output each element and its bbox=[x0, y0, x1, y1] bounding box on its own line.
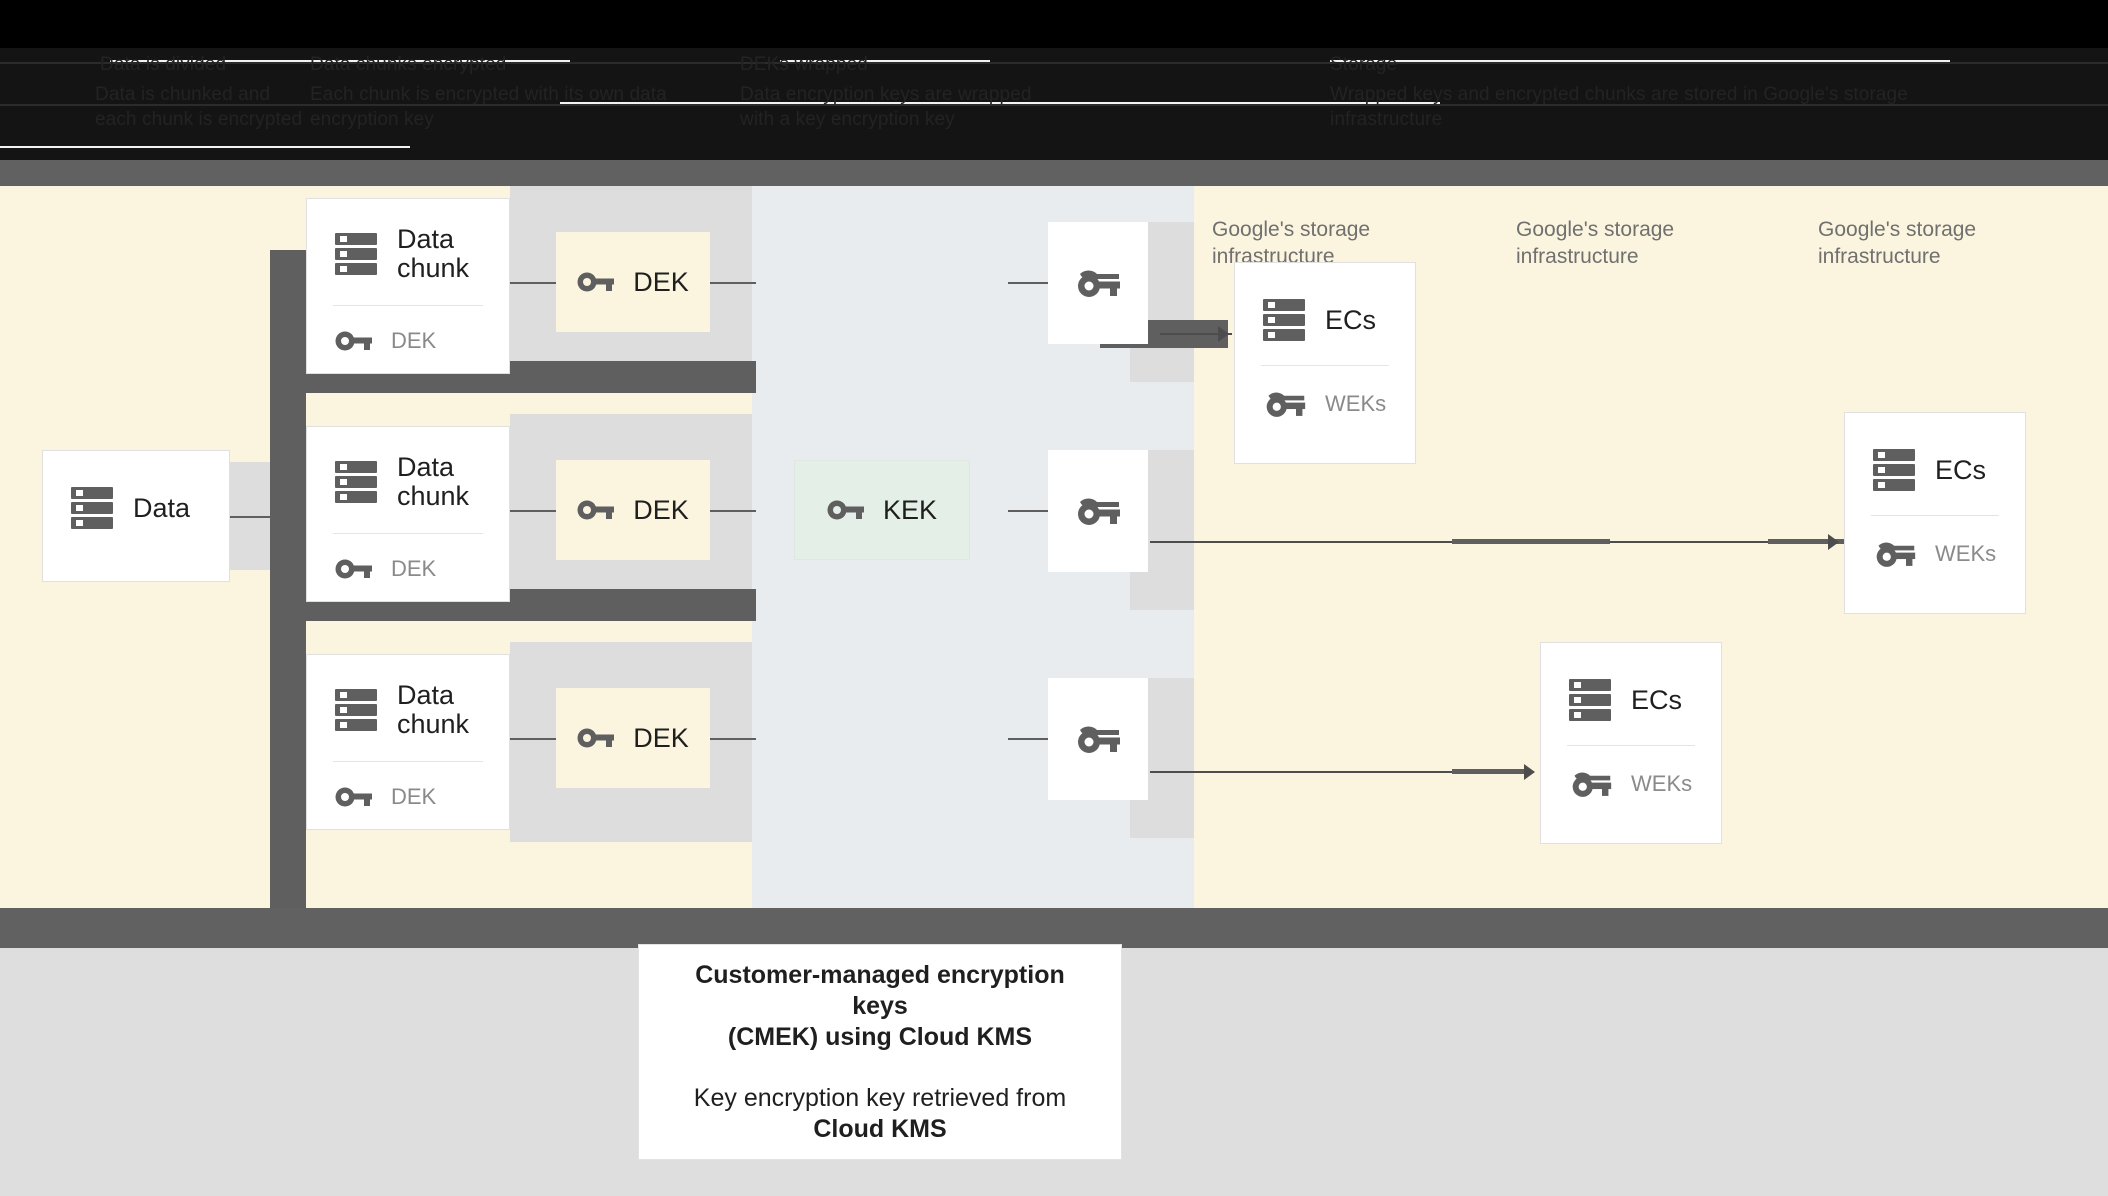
header-divider-bar bbox=[0, 160, 2108, 186]
data-chunk-key-1: DEK bbox=[391, 328, 437, 353]
dek-box-3[interactable]: DEK bbox=[556, 688, 710, 788]
card-divider bbox=[1261, 365, 1389, 366]
storage-card-key-1: WEKs bbox=[1325, 391, 1387, 416]
card-divider bbox=[333, 305, 483, 306]
data-chunk-key-3: DEK bbox=[391, 784, 437, 809]
connector-source-out bbox=[230, 516, 306, 518]
storage-card-title-1: ECs bbox=[1325, 304, 1377, 335]
key-icon bbox=[335, 785, 373, 809]
key-icon bbox=[335, 329, 373, 353]
double-key-icon bbox=[1074, 266, 1122, 300]
caption-box: Customer-managed encryption keys (CMEK) … bbox=[638, 944, 1122, 1160]
storage-card-title-3: ECs bbox=[1631, 684, 1683, 715]
arrow-accent-row2a bbox=[1452, 539, 1610, 544]
header-col-1-label: Data is divided bbox=[100, 54, 227, 75]
arrow-line-row1 bbox=[1160, 333, 1232, 335]
data-chunk-card-3[interactable]: Data chunk DEK bbox=[306, 654, 510, 830]
header-col-3-body: Data encryption keys are wrapped with a … bbox=[740, 84, 1032, 130]
wrapped-key-box-2[interactable] bbox=[1048, 450, 1148, 572]
data-chunk-key-2: DEK bbox=[391, 556, 437, 581]
server-icon bbox=[71, 485, 113, 531]
diagram-stage: Data Data chunk bbox=[0, 186, 2108, 956]
card-divider bbox=[333, 533, 483, 534]
card-divider bbox=[1567, 745, 1695, 746]
kek-box[interactable]: KEK bbox=[794, 460, 970, 560]
key-icon bbox=[577, 498, 615, 522]
wrapped-key-box-3[interactable] bbox=[1048, 678, 1148, 800]
dek-label-1: DEK bbox=[633, 266, 689, 297]
server-icon bbox=[335, 687, 377, 733]
caption-secondary: Key encryption key retrieved from Cloud … bbox=[694, 1083, 1066, 1145]
data-chunk-card-2[interactable]: Data chunk DEK bbox=[306, 426, 510, 602]
key-icon bbox=[577, 726, 615, 750]
header-col-2-label: DEKs wrapped bbox=[740, 54, 868, 75]
data-chunk-card-1[interactable]: Data chunk DEK bbox=[306, 198, 510, 374]
server-icon bbox=[1263, 297, 1305, 343]
connector-wek2-in bbox=[1008, 510, 1068, 512]
connector-wek3-in bbox=[1008, 738, 1068, 740]
storage-card-key-2: WEKs bbox=[1935, 541, 1997, 566]
arrow-head-row1 bbox=[1218, 326, 1229, 342]
header-col-3-label: Storage bbox=[1330, 54, 1398, 75]
storage-card-2[interactable]: ECs WEKs bbox=[1844, 412, 2026, 614]
arrow-head-row2 bbox=[1828, 534, 1839, 550]
server-icon bbox=[335, 459, 377, 505]
dek-box-1[interactable]: DEK bbox=[556, 232, 710, 332]
card-divider bbox=[333, 761, 483, 762]
arrow-line-row3 bbox=[1150, 771, 1530, 773]
storage-card-1[interactable]: ECs WEKs bbox=[1234, 262, 1416, 464]
connector-chunk2-dek bbox=[510, 510, 558, 512]
footer-divider-bar bbox=[0, 908, 2108, 948]
header-col-2-body: Each chunk is encrypted with its own dat… bbox=[310, 84, 667, 130]
header-col-1-text: Data chunks encrypted bbox=[310, 54, 507, 75]
key-icon bbox=[577, 270, 615, 294]
server-icon bbox=[1569, 677, 1611, 723]
connector-wek1-in bbox=[1008, 282, 1068, 284]
kek-label: KEK bbox=[882, 494, 938, 525]
header-col-1-body: Data is chunked and each chunk is encryp… bbox=[95, 84, 303, 130]
wrapped-key-box-1[interactable] bbox=[1048, 222, 1148, 344]
header-col-4-body: Wrapped keys and encrypted chunks are st… bbox=[1330, 84, 1908, 130]
caption-line-4: Cloud KMS bbox=[813, 1114, 947, 1143]
connector-chunk3-dek bbox=[510, 738, 558, 740]
caption-line-3: Key encryption key retrieved from bbox=[693, 1083, 1067, 1112]
connector-dek3-out bbox=[710, 738, 756, 740]
data-chunk-title-3: Data chunk bbox=[397, 680, 470, 739]
caption-line-2: (CMEK) using Cloud KMS bbox=[727, 1022, 1033, 1051]
double-key-icon bbox=[1074, 722, 1122, 756]
caption-primary: Customer-managed encryption keys (CMEK) … bbox=[673, 960, 1087, 1053]
caption-line-1: Customer-managed encryption keys bbox=[695, 960, 1065, 1020]
arrow-head-row3 bbox=[1524, 764, 1535, 780]
server-icon bbox=[1873, 447, 1915, 493]
connector-dek2-out bbox=[710, 510, 756, 512]
connector-dek1-out bbox=[710, 282, 756, 284]
card-divider bbox=[1871, 515, 1999, 516]
server-icon bbox=[335, 231, 377, 277]
storage-card-key-3: WEKs bbox=[1631, 771, 1693, 796]
key-icon bbox=[335, 557, 373, 581]
double-key-icon bbox=[1263, 388, 1307, 420]
header-band-inner: Data is divided Data chunks encrypted DE… bbox=[0, 48, 2108, 160]
dek-label-3: DEK bbox=[633, 722, 689, 753]
key-icon bbox=[827, 498, 865, 522]
header-band: Data is divided Data chunks encrypted DE… bbox=[0, 0, 2108, 160]
double-key-icon bbox=[1569, 768, 1613, 800]
data-chunk-title-2: Data chunk bbox=[397, 452, 470, 511]
infra-label-2: Google's storage infrastructure bbox=[1516, 218, 1675, 268]
double-key-icon bbox=[1873, 538, 1917, 570]
source-data-label: Data bbox=[133, 492, 191, 523]
connector-chunk1-dek bbox=[510, 282, 558, 284]
data-chunk-title-1: Data chunk bbox=[397, 224, 470, 283]
dek-label-2: DEK bbox=[633, 494, 689, 525]
arrow-accent-row3 bbox=[1452, 769, 1530, 774]
storage-card-title-2: ECs bbox=[1935, 454, 1987, 485]
arrow-accent-row2b bbox=[1768, 539, 1848, 544]
double-key-icon bbox=[1074, 494, 1122, 528]
storage-card-3[interactable]: ECs WEKs bbox=[1540, 642, 1722, 844]
infra-label-3: Google's storage infrastructure bbox=[1818, 218, 1977, 268]
source-data-card[interactable]: Data bbox=[42, 450, 230, 582]
dek-box-2[interactable]: DEK bbox=[556, 460, 710, 560]
